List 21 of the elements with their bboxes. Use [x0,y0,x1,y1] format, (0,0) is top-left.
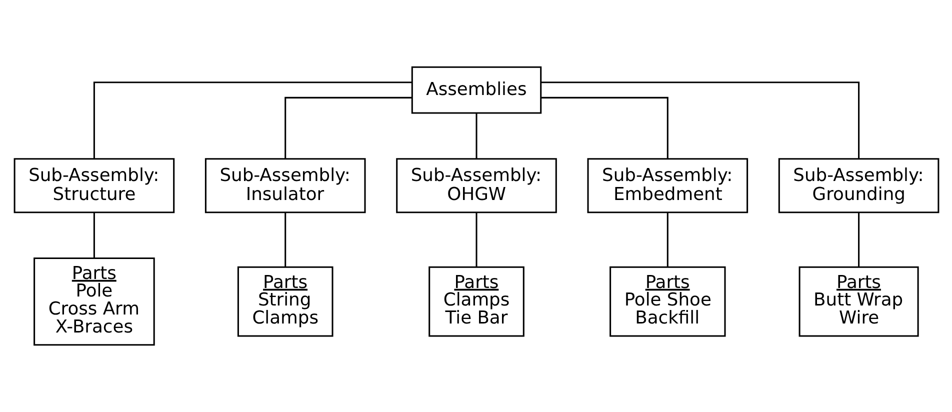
connector [540,96,668,159]
node-box: Sub-Assembly: Embedment [586,158,748,214]
connector [475,212,477,267]
connector [284,96,412,159]
connector [92,82,412,158]
node-box: Parts Pole Cross Arm X-Braces [33,257,154,346]
connector [475,113,477,159]
node-box: Parts Pole Shoe Backfill [609,266,726,337]
connector [858,212,860,267]
node-box: Parts Clamps Tie Bar [428,266,524,337]
connector [92,212,94,258]
node-box: Parts String Clamps [236,266,333,337]
node-box: Parts Butt Wrap Wire [798,266,918,337]
node-box: Sub-Assembly: OHGW [396,158,556,214]
connector [666,212,668,267]
node-box: Assemblies [410,66,542,114]
node-box: Sub-Assembly: Structure [13,158,174,214]
connector [540,82,860,158]
connector [284,212,286,267]
node-box: Sub-Assembly: Grounding [778,158,939,214]
node-box: Sub-Assembly: Insulator [204,158,366,214]
